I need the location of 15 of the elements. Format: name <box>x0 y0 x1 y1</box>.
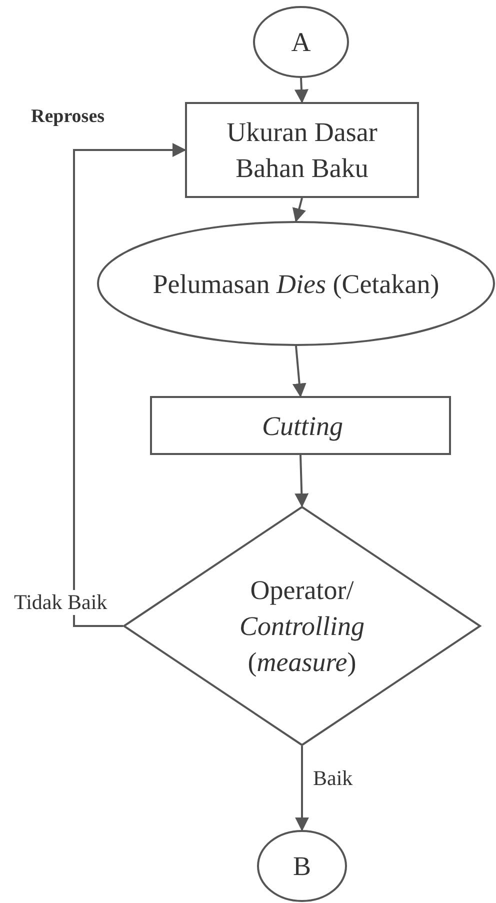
arrow <box>292 198 306 222</box>
node-text: B <box>292 850 312 883</box>
process-box <box>150 396 451 455</box>
arrow <box>73 143 186 627</box>
arrow <box>295 746 309 832</box>
arrow <box>294 454 309 508</box>
node-text: A <box>290 26 312 59</box>
process-box <box>185 102 419 198</box>
node-text: Ukuran Dasar Bahan Baku <box>226 116 378 185</box>
arrow <box>294 78 308 104</box>
arrow <box>292 346 306 398</box>
node-text: Pelumasan Dies (Cetakan) <box>152 268 440 301</box>
edge-label: Tidak Baik <box>14 590 108 615</box>
node-text: Cutting <box>260 410 344 443</box>
node-text: Operator/ Controlling (measure) <box>238 574 366 679</box>
